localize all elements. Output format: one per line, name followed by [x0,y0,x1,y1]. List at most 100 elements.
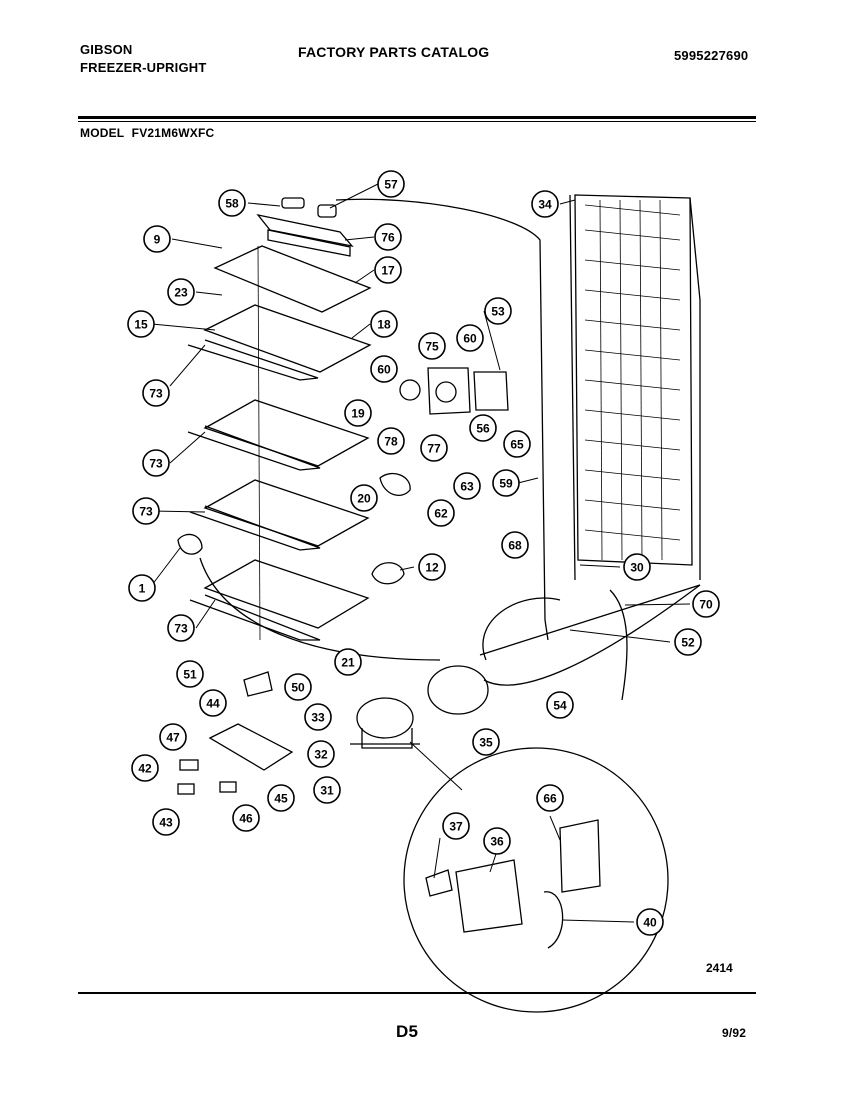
footer-rule [78,992,756,994]
callout-63: 63 [453,472,481,500]
callout-number: 23 [174,286,188,300]
callout-circle [142,379,170,407]
compressor [350,665,489,749]
callout-number: 73 [139,505,153,519]
callout-circle [307,740,335,768]
callout-20: 20 [350,484,378,512]
callout-number: 42 [138,762,152,776]
callout-60: 60 [456,324,484,352]
callout-59: 59 [492,469,520,497]
callout-circle [692,590,720,618]
callout-number: 33 [311,711,325,725]
callout-number: 36 [490,835,504,849]
callout-number: 37 [449,820,463,834]
callout-30: 30 [623,553,651,581]
callout-number: 65 [510,438,524,452]
leader-lines [151,183,691,923]
callout-number: 58 [225,197,239,211]
callout-circle [284,673,312,701]
callout-23: 23 [167,278,195,306]
callout-circle [167,278,195,306]
callout-circle [313,776,341,804]
callout-circle [546,691,574,719]
callout-40: 40 [636,908,664,936]
callout-number: 68 [508,539,522,553]
callout-circle [636,908,664,936]
callout-circle [418,332,446,360]
model-number: FV21M6WXFC [131,126,215,140]
callout-44: 44 [199,689,227,717]
callout-51: 51 [176,660,204,688]
callout-number: 57 [384,178,398,192]
callout-53: 53 [484,297,512,325]
callout-1: 1 [128,574,156,602]
product-category: FREEZER-UPRIGHT [80,60,207,75]
control-assembly [177,367,509,585]
callout-number: 19 [351,407,365,421]
callout-number: 46 [239,812,253,826]
refrigerant-tubing [199,194,701,701]
callout-circle [350,484,378,512]
callout-number: 66 [543,792,557,806]
callout-circle [267,784,295,812]
callout-number: 45 [274,792,288,806]
callout-number: 73 [174,622,188,636]
callout-number: 60 [463,332,477,346]
callout-45: 45 [267,784,295,812]
callout-42: 42 [131,754,159,782]
callout-60: 60 [370,355,398,383]
callout-77: 77 [420,434,448,462]
callout-circle [418,553,446,581]
detail-inset [403,741,669,1013]
callout-19: 19 [344,399,372,427]
callout-circle [142,449,170,477]
callout-circle [199,689,227,717]
callout-number: 31 [320,784,334,798]
callout-number: 1 [139,582,146,596]
callout-circle [218,189,246,217]
callout-12: 12 [418,553,446,581]
callout-number: 30 [630,561,644,575]
callout-number: 17 [381,264,395,278]
callout-17: 17 [374,256,402,284]
callout-circle [152,808,180,836]
callout-62: 62 [427,499,455,527]
callout-number: 63 [460,480,474,494]
callout-circle [492,469,520,497]
callout-circle [453,472,481,500]
shelves [187,245,372,641]
callout-circle [420,434,448,462]
callout-65: 65 [503,430,531,458]
callout-number: 76 [381,231,395,245]
callout-circle [427,499,455,527]
callout-18: 18 [370,310,398,338]
header-rule-top [78,116,756,119]
callout-circle [483,827,511,855]
callout-43: 43 [152,808,180,836]
callout-number: 34 [538,198,552,212]
callout-58: 58 [218,189,246,217]
callout-15: 15 [127,310,155,338]
callout-circle [370,355,398,383]
callout-number: 12 [425,561,439,575]
callout-circle [374,256,402,284]
callout-73: 73 [142,449,170,477]
callout-73: 73 [142,379,170,407]
callout-66: 66 [536,784,564,812]
callout-68: 68 [501,531,529,559]
callout-number: 18 [377,318,391,332]
callout-circle [501,531,529,559]
callout-circle [132,497,160,525]
relay-bracket [177,671,294,795]
callout-circle [176,660,204,688]
callout-73: 73 [167,614,195,642]
callout-number: 21 [341,656,355,670]
callout-number: 15 [134,318,148,332]
callout-circle [377,427,405,455]
callout-number: 75 [425,340,439,354]
callout-number: 59 [499,477,513,491]
callout-circle [472,728,500,756]
light-housing [256,197,354,257]
callout-circle [374,223,402,251]
